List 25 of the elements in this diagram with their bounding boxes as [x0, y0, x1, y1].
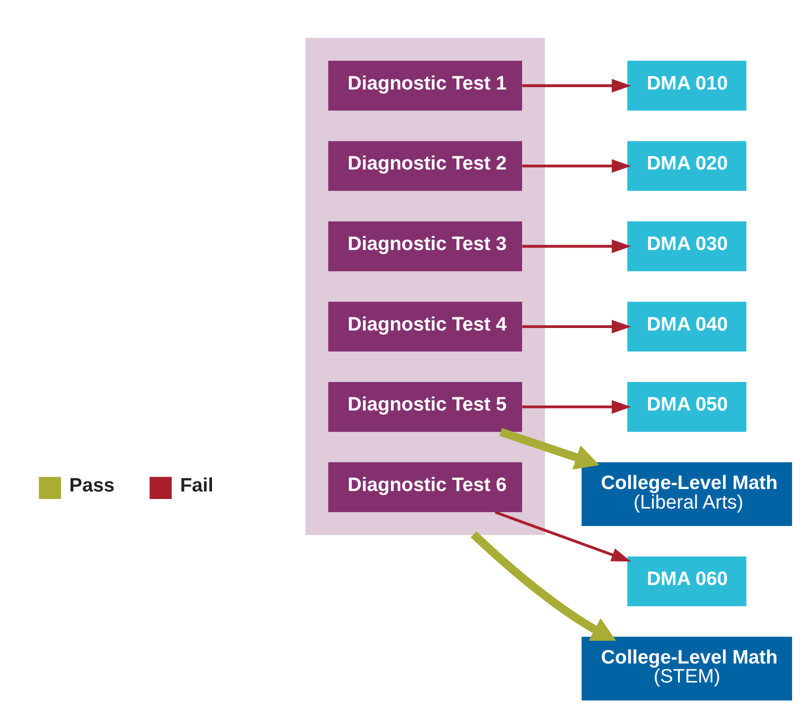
- node-box: DMA 060: [627, 556, 746, 606]
- node-box: DMA 040: [627, 301, 746, 352]
- node-box: DMA 050: [627, 382, 746, 432]
- node-box: College-Level Math (Liberal Arts): [582, 462, 792, 526]
- node-box: College-Level Math (STEM): [582, 636, 792, 700]
- arrow: [494, 510, 631, 562]
- cluster: [305, 37, 545, 534]
- arrow: [499, 427, 600, 469]
- arrow: [522, 319, 632, 333]
- arrow: [470, 530, 616, 640]
- node-box: DMA 030: [627, 220, 746, 271]
- node-box: Diagnostic Test 5: [328, 382, 522, 432]
- node-box: DMA 010: [627, 60, 746, 110]
- arrow: [522, 158, 632, 172]
- node-box: Diagnostic Test 2: [328, 140, 522, 190]
- node-box: Diagnostic Test 4: [328, 301, 522, 352]
- arrow: [522, 400, 632, 414]
- node-box: Diagnostic Test 3: [328, 220, 522, 271]
- arrow: [522, 78, 632, 92]
- node-box: DMA 020: [627, 140, 746, 190]
- legend-label: Fail: [180, 474, 214, 496]
- arrow: [522, 239, 632, 253]
- node-box: Diagnostic Test 6: [328, 462, 522, 512]
- legend-label: Pass: [69, 474, 115, 496]
- node-box: Diagnostic Test 1: [328, 60, 522, 110]
